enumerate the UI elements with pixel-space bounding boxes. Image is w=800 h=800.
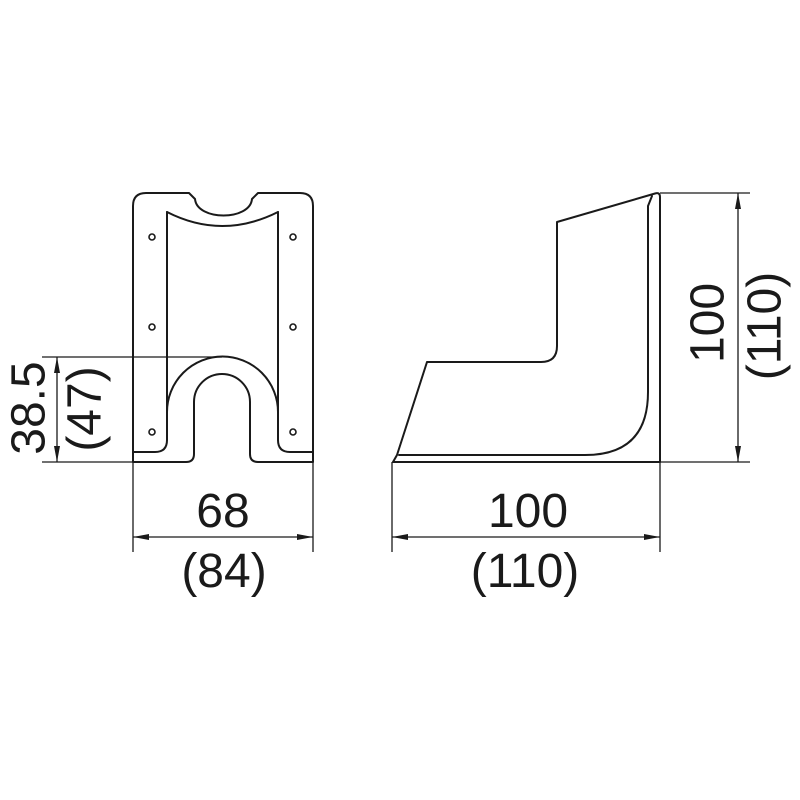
front-view-saddle-curve [166,211,279,227]
mounting-hole [289,428,297,436]
front-view-arch-outer [166,355,279,413]
front-view [132,192,314,463]
front-view-right-foot [277,439,314,453]
side-view-wall-thickness [398,195,653,456]
front-height-alt-value: (47) [59,366,112,451]
mounting-hole [148,428,156,436]
side-height-alt-value: (110) [739,272,792,381]
side-width-alt-value: (110) [471,545,580,598]
front-height-value: 38.5 [3,361,56,454]
front-width-value: 68 [196,485,249,538]
front-view-left-foot [132,439,168,453]
side-height-dimension: 100 (110) [660,192,792,463]
mounting-hole [289,233,297,241]
side-height-value: 100 [682,283,735,363]
front-width-alt-value: (84) [181,545,266,598]
side-view-outline [392,192,661,463]
mounting-hole [148,233,156,241]
mounting-hole [289,323,297,331]
side-width-value: 100 [488,485,568,538]
side-width-dimension: 100 (110) [391,462,661,598]
front-view-outline [132,192,314,463]
side-view [392,192,661,463]
front-width-dimension: 68 (84) [132,462,314,598]
mounting-hole [148,323,156,331]
front-height-dimension: 38.5 (47) [3,356,222,463]
